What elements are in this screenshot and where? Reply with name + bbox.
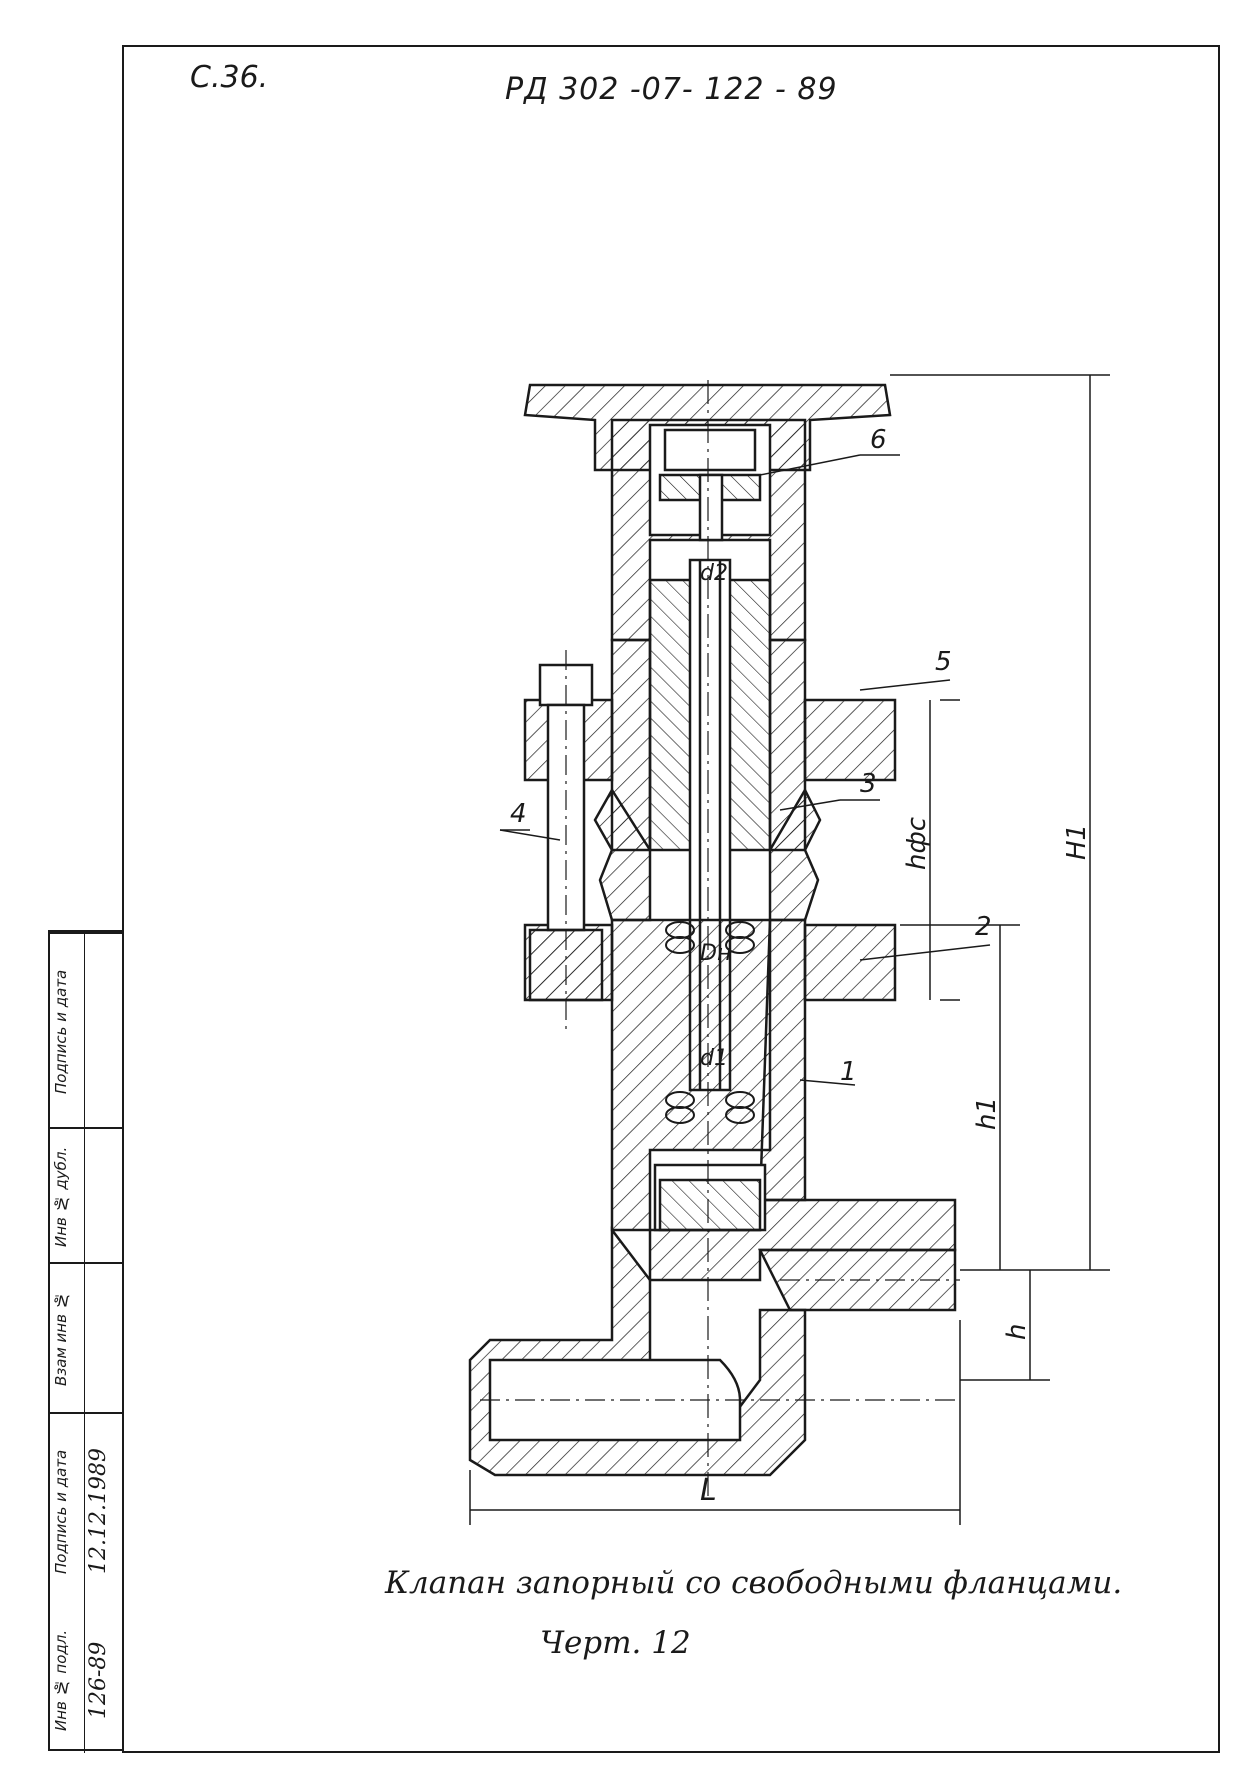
part-label-1: 1 xyxy=(840,1057,857,1087)
part-label-3: 3 xyxy=(860,769,877,799)
part-label-2: 2 xyxy=(975,912,992,942)
stamp-value: 126-89 xyxy=(86,1641,111,1719)
stamp-label: Инв № дубл. xyxy=(52,1146,70,1247)
page-number: С.36. xyxy=(190,60,269,95)
stamp-cell-podpis: Подпись и дата 12.12.1989 xyxy=(50,1412,122,1607)
dim-d2: d2 xyxy=(700,561,728,586)
free-flange-upper-right xyxy=(803,698,897,782)
stamp-cell-inv-dubl: Инв № дубл. xyxy=(50,1127,122,1262)
part-label-5: 5 xyxy=(935,647,952,677)
drawing-number: Черт. 12 xyxy=(540,1625,691,1661)
stamp-label: Взам инв № xyxy=(52,1291,70,1387)
part-label-6: 6 xyxy=(870,425,887,455)
dim-d1: d1 xyxy=(700,1046,728,1071)
stamp-value xyxy=(86,1133,124,1260)
dim-H1: H1 xyxy=(1062,824,1092,860)
stamp-label: Инв № подл. xyxy=(52,1629,70,1731)
document-code: РД 302 -07- 122 - 89 xyxy=(505,72,838,107)
dim-h-fs: hфс xyxy=(902,817,932,870)
stamp-value xyxy=(86,938,124,1125)
stamp-cell-podpis-2: Подпись и дата xyxy=(50,932,122,1127)
drawing-frame xyxy=(122,45,1220,1753)
stamp-value: 12.12.1989 xyxy=(86,1448,111,1575)
stamp-label: Подпись и дата xyxy=(52,1449,70,1574)
stamp-label: Подпись и дата xyxy=(52,969,70,1094)
part-label-4: 4 xyxy=(510,799,527,829)
dim-h: h xyxy=(1002,1324,1032,1340)
side-stamp: Инв № подл. 126-89 Подпись и дата 12.12.… xyxy=(48,930,124,1753)
stamp-cell-vzam: Взам инв № xyxy=(50,1262,122,1412)
dim-h1: h1 xyxy=(972,1097,1002,1130)
dim-L: L xyxy=(700,1473,717,1508)
stamp-value xyxy=(86,1268,124,1410)
drawing-caption: Клапан запорный со свободными фланцами. xyxy=(385,1565,1123,1601)
stamp-cell-inv-podl: Инв № подл. 126-89 xyxy=(50,1607,122,1753)
free-flange-lower-right xyxy=(803,923,897,1002)
dim-Dn: Dн xyxy=(700,941,731,966)
